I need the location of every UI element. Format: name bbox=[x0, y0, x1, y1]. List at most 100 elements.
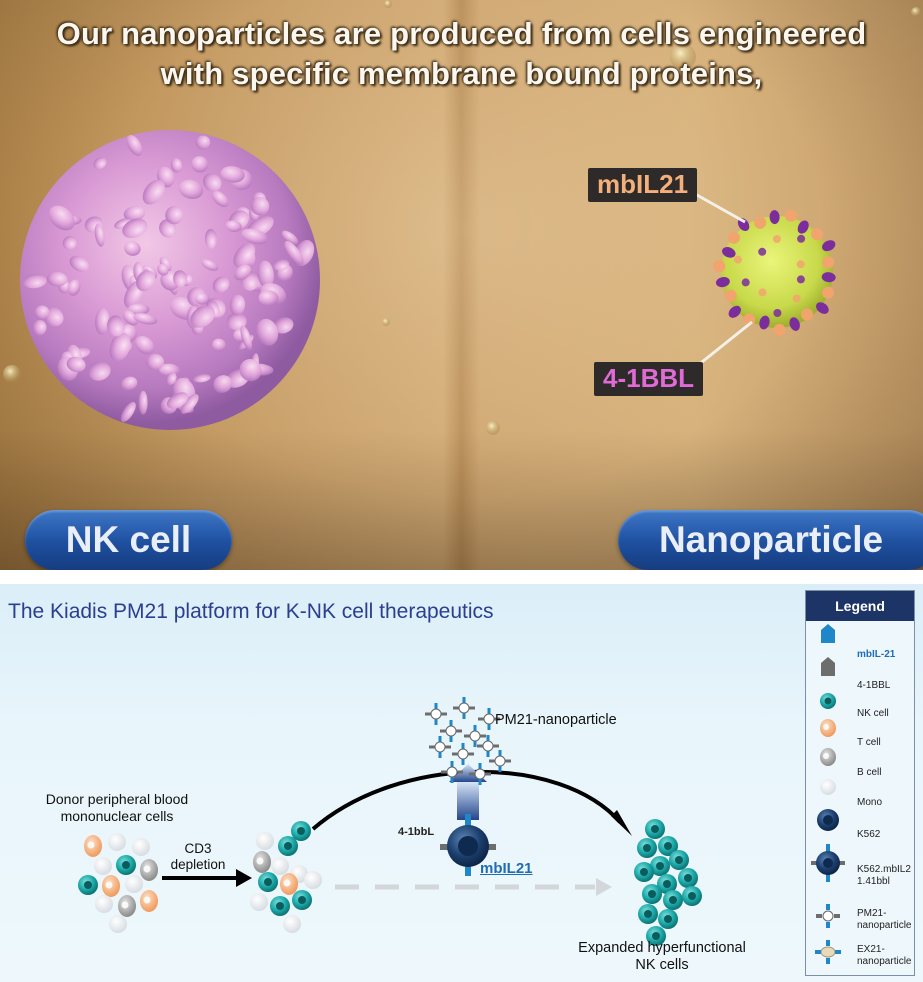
pm21-mbil21 bbox=[478, 763, 482, 769]
nk-cell-surface-bump bbox=[233, 243, 256, 268]
pm21-mbil21 bbox=[487, 724, 491, 730]
cd3-label-line-2: depletion bbox=[170, 857, 226, 872]
nk-cell-surface-bump bbox=[273, 317, 294, 334]
mbil21-pointer-line bbox=[687, 188, 746, 224]
mbil21-spike bbox=[822, 256, 835, 269]
pm21-mbil21 bbox=[438, 752, 442, 758]
nk-cell-nucleus bbox=[284, 842, 292, 850]
nk-cell-nucleus bbox=[298, 896, 306, 904]
41bbl-spike bbox=[789, 317, 800, 331]
nk-cell-surface-bump bbox=[46, 271, 68, 287]
mbil21-spike bbox=[713, 260, 726, 273]
pm21-mbil21 bbox=[498, 750, 502, 756]
nk-cell-surface-bump bbox=[204, 228, 217, 249]
pm21-mbil21 bbox=[434, 719, 438, 725]
pm21-nanoparticle bbox=[474, 768, 486, 780]
pm21-41bbl bbox=[469, 706, 475, 710]
nk-cell-surface-bump bbox=[32, 320, 47, 336]
nanoparticle-surface-protein bbox=[792, 294, 801, 303]
41bbl-spike bbox=[759, 315, 770, 330]
nk-cell-surface-bump bbox=[107, 315, 125, 337]
pm21-mbil21 bbox=[486, 735, 490, 741]
nk-cell-surface-bump bbox=[240, 325, 253, 351]
nanoparticle-pill: Nanoparticle bbox=[618, 510, 923, 570]
mono-cell bbox=[94, 857, 112, 875]
donor-cell-cluster bbox=[78, 833, 158, 933]
pm21-mbil21 bbox=[449, 736, 453, 742]
legend-nk-cell-label: NK cell bbox=[857, 708, 889, 719]
mbil21-spike bbox=[754, 216, 767, 229]
pm21-nanoparticle bbox=[446, 766, 458, 778]
nk-cell-surface-bump bbox=[250, 197, 270, 216]
nk-cell-surface-bump bbox=[202, 173, 222, 192]
mono-cell-icon bbox=[820, 779, 836, 795]
diagram-title: The Kiadis PM21 platform for K-NK cell t… bbox=[8, 600, 494, 623]
depleted-cell-cluster bbox=[250, 821, 322, 933]
nk-cell-nucleus bbox=[688, 892, 696, 900]
expanded-nk-cluster bbox=[634, 819, 702, 946]
nk-cell-illustration bbox=[20, 130, 320, 430]
nk-cell-surface-bump bbox=[95, 308, 110, 335]
41bbl-spike bbox=[821, 272, 836, 283]
nk-cell-surface-bump bbox=[225, 220, 242, 232]
nk-cell-surface-bump bbox=[94, 223, 105, 247]
nk-cell-surface-bump bbox=[166, 392, 189, 409]
mono-cell bbox=[108, 833, 126, 851]
nk-cell-surface-bump bbox=[272, 259, 290, 271]
nk-cell-surface-bump bbox=[284, 240, 304, 266]
nk-cell-surface-bump bbox=[93, 157, 107, 170]
k562-engineered-icon bbox=[811, 844, 845, 882]
caption-line-1: Our nanoparticles are produced from cell… bbox=[56, 16, 867, 51]
nk-cell-surface-bump bbox=[256, 318, 279, 346]
pm21-nanoparticle bbox=[469, 730, 481, 742]
pm21-mbil21 bbox=[486, 751, 490, 757]
t-cell-nucleus bbox=[105, 881, 113, 889]
nk-cell-surface-bump bbox=[170, 158, 183, 173]
pm21-mbil21 bbox=[450, 761, 454, 767]
pm21-mbil21 bbox=[462, 713, 466, 719]
pm21-mbil21 bbox=[473, 725, 477, 731]
pm21-nanoparticle bbox=[494, 755, 506, 767]
legend-icons bbox=[811, 624, 845, 964]
pm21-nanoparticle-label: PM21-nanoparticle bbox=[495, 712, 617, 728]
cd3-depletion-arrowhead bbox=[236, 869, 252, 887]
nk-cell-nucleus bbox=[664, 842, 672, 850]
nk-cell-surface-bump bbox=[212, 338, 227, 352]
pm21-nanoparticle bbox=[457, 748, 469, 760]
nanoparticle-surface-protein bbox=[773, 309, 782, 317]
pm21-41bbl bbox=[505, 759, 511, 763]
legend-k562-engineered-line-1: K562.mbIL2 bbox=[857, 864, 911, 875]
legend-t-cell-label: T cell bbox=[857, 737, 881, 748]
41bbl-spike bbox=[728, 305, 741, 318]
b-cell-nucleus bbox=[143, 865, 151, 873]
nk-cell-surface-bump bbox=[133, 313, 158, 325]
nk-cell-nucleus bbox=[122, 861, 130, 869]
mono-cell bbox=[95, 895, 113, 913]
nanoparticle-surface-protein bbox=[796, 275, 805, 284]
pm21-mbil21 bbox=[462, 697, 466, 703]
mbil21-spike bbox=[784, 209, 797, 222]
b-cell-icon bbox=[820, 748, 836, 766]
legend-mono-label: Mono bbox=[857, 797, 883, 808]
nk-cell-surface-bump bbox=[122, 218, 148, 239]
nk-cell-nucleus bbox=[684, 874, 692, 882]
nk-cell-surface-bump bbox=[190, 305, 215, 328]
legend-k562-engineered-label: K562.mbIL2 1.41bbl bbox=[857, 864, 911, 888]
expanded-nk-label: Expanded hyperfunctional NK cells bbox=[552, 940, 772, 974]
41bbl-spike bbox=[769, 210, 780, 225]
pm21-mbil21 bbox=[461, 759, 465, 765]
nk-cell-surface-bump bbox=[239, 359, 262, 382]
nk-cell-nucleus bbox=[297, 827, 305, 835]
pm21-41bbl bbox=[469, 772, 475, 776]
nk-cell-surface-bump bbox=[142, 179, 165, 205]
nanoparticle-surface-protein bbox=[733, 255, 742, 264]
pm21-41bbl bbox=[494, 717, 500, 721]
nk-cell-pill: NK cell bbox=[25, 510, 232, 570]
pm21-41bbl bbox=[445, 745, 451, 749]
nk-cell-surface-bump bbox=[173, 270, 188, 288]
nanoparticle-surface-protein bbox=[741, 278, 750, 287]
t-cell-icon bbox=[820, 719, 836, 737]
cd3-label-line-1: CD3 bbox=[184, 841, 212, 856]
nk-cell-surface-bump bbox=[66, 356, 86, 373]
nk-cell-nucleus bbox=[651, 825, 659, 833]
